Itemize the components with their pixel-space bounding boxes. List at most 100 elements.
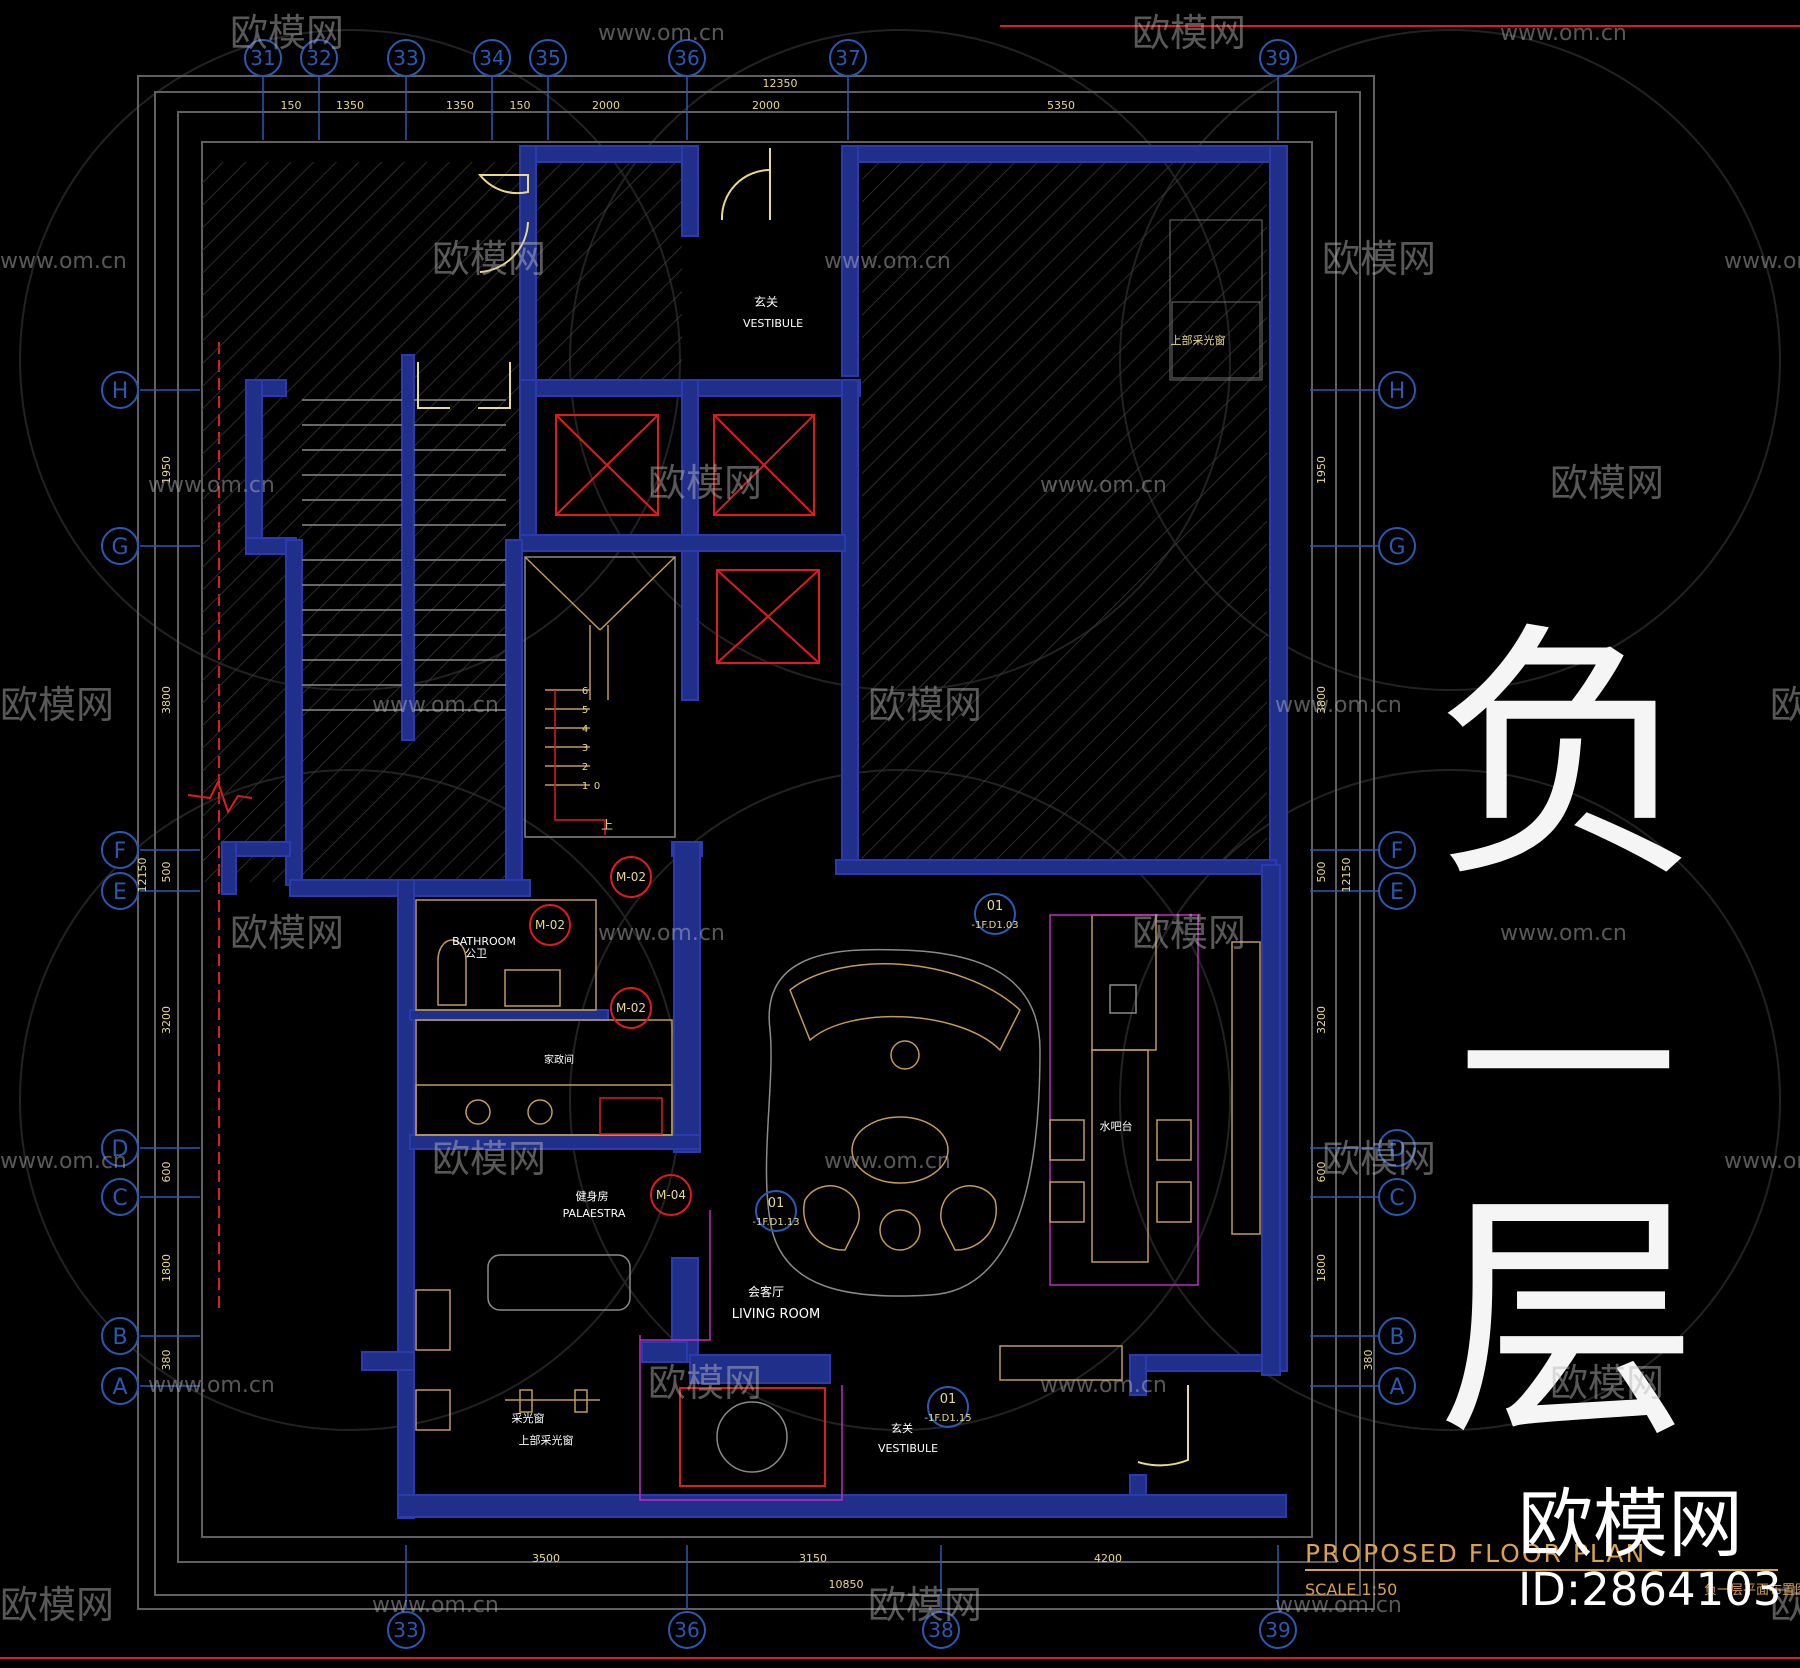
watermark-brand: 欧模网: [432, 237, 546, 281]
stair-step-number: 3: [582, 743, 588, 754]
vestibule-bottom: [639, 1210, 843, 1501]
dim-bottom-part: 3150: [799, 1552, 827, 1565]
dim-right: 1950: [1315, 456, 1328, 484]
drawing-title: PROPOSED FLOOR PLAN: [1305, 1539, 1646, 1568]
watermark-url: www.om.cn: [598, 21, 725, 46]
gym-equipment: [415, 1254, 631, 1431]
room-label-vestibule-top-en: VESTIBULE: [743, 317, 803, 330]
dim-left: 600: [160, 1162, 173, 1183]
watermark-url: www.om.cn: [1724, 1149, 1800, 1174]
grid-label-right: C: [1389, 1186, 1404, 1211]
dim-top-part: 1350: [446, 99, 474, 112]
watermark-id-label: ID:2864103: [1518, 1563, 1782, 1616]
grid-labels-bottom: 33 36 38 39: [393, 1618, 1290, 1642]
doors: [417, 148, 1189, 1467]
watermark-url: www.om.cn: [1040, 473, 1167, 498]
room-label-skylight-2: 上部采光窗: [519, 1433, 574, 1447]
handwritten-char-1: 负: [1433, 599, 1703, 914]
watermark-brand: 欧模网: [648, 461, 762, 505]
room-label-bathroom-en: BATHROOM: [452, 935, 516, 948]
grid-bubbles-top: [244, 39, 1297, 77]
dim-right: 3800: [1315, 686, 1328, 714]
grid-label-bottom: 38: [928, 1618, 953, 1642]
watermark-brand: 欧模网: [432, 1137, 546, 1181]
door-tag: M-02: [616, 1001, 646, 1015]
dim-left: 380: [160, 1350, 173, 1371]
door-tag: M-02: [616, 870, 646, 884]
watermark-brand: 欧模网: [1132, 11, 1246, 55]
watermark-brand: 欧模网: [230, 11, 344, 55]
dim-bottom-part: 3500: [532, 1552, 560, 1565]
dim-bottom-part: 4200: [1094, 1552, 1122, 1565]
watermark-url: www.om.cn: [824, 249, 951, 274]
door-tag: M-04: [656, 1188, 686, 1202]
dim-right: 12150: [1340, 858, 1353, 893]
dim-left: 1950: [160, 456, 173, 484]
watermark-brand: 欧模网: [1550, 461, 1664, 505]
grid-bubble-top-34: [473, 39, 511, 77]
watermark-url: www.om.cn: [1275, 693, 1402, 718]
grid-labels-top: 31 32 33 34 35 36 37 39: [250, 46, 1290, 70]
dim-top-part: 2000: [752, 99, 780, 112]
watermark-brand: 欧模网: [1550, 1361, 1664, 1405]
stair-step-number: 1: [582, 781, 588, 792]
room-label-palaestra-en: PALAESTRA: [563, 1207, 626, 1220]
watermark-url: www.om.cn: [598, 921, 725, 946]
grid-label-top: 31: [250, 46, 275, 70]
grid-label-right: F: [1391, 839, 1404, 864]
stair-step-number: 4: [582, 724, 588, 735]
watermark-brand: 欧模网: [1132, 911, 1246, 955]
watermark-url: www.om.cn: [1724, 249, 1800, 274]
elevation-tag-number: 01: [940, 1392, 957, 1407]
door-tags: [529, 856, 692, 1216]
dim-left: 3200: [160, 1006, 173, 1034]
grid-label-right: H: [1389, 379, 1406, 404]
grid-label-bottom: 39: [1265, 1618, 1290, 1642]
grid-label-top: 32: [306, 46, 331, 70]
room-label-bar-cn: 水吧台: [1100, 1119, 1133, 1133]
watermark-brand: 欧模网: [1322, 237, 1436, 281]
dim-top-part: 150: [510, 99, 531, 112]
stair-step-numbers: 6 5 4 3 2 1 0 上: [582, 686, 613, 832]
grid-label-bottom: 36: [674, 1618, 699, 1642]
grid-bubble-top-32: [300, 39, 338, 77]
stair-up-label: 上: [601, 818, 613, 832]
grid-label-left: D: [112, 1137, 129, 1162]
grid-bubbles-left: [101, 371, 139, 1405]
grid-label-top: 34: [479, 46, 504, 70]
room-label-vestibule-bottom-en: VESTIBULE: [878, 1442, 938, 1455]
grid-label-left: H: [112, 379, 129, 404]
grid-label-left: E: [113, 880, 127, 905]
grid-bubble-top-35: [529, 39, 567, 77]
elevation-tag-circles: [755, 893, 1016, 1428]
watermark-url: www.om.cn: [0, 1149, 127, 1174]
watermark-brand: 欧模网: [868, 1583, 982, 1627]
grid-bubble-top-39: [1259, 39, 1297, 77]
watermark-brand: 欧模网: [868, 683, 982, 727]
room-label-vestibule-top-cn: 玄关: [754, 294, 778, 309]
grid-label-left: B: [112, 1325, 127, 1350]
grid-label-left: A: [112, 1375, 127, 1400]
stair-step-number: 2: [582, 762, 588, 773]
grid-label-top: 33: [393, 46, 418, 70]
grid-label-top: 35: [535, 46, 560, 70]
elevation-tag-number: 01: [987, 899, 1004, 914]
dimension-text-left: 1950 3800 12150 500 3200 600 1800 380: [136, 456, 173, 1371]
dimension-text: 12350 150 1350 1350 150 2000 2000 5350 1…: [281, 77, 1123, 1591]
grid-label-left: C: [112, 1186, 127, 1211]
elevator-shafts: [555, 414, 820, 664]
elevation-tags: 01 -1F.D1.03 01 -1F.D1.13 01 -1F.D1.15: [752, 899, 1018, 1424]
bathroom-fixtures: [415, 899, 673, 1136]
hatched-solid-zones: [202, 162, 1267, 882]
watermark-url: www.om.cn: [372, 693, 499, 718]
elevation-tag-ref: -1F.D1.13: [752, 1217, 799, 1228]
room-label-living-en: LIVING ROOM: [732, 1307, 820, 1322]
grid-label-bottom: 33: [393, 1618, 418, 1642]
grid-bubble-top-31: [244, 39, 282, 77]
grid-labels-left: H G F E D C B A: [111, 379, 128, 1400]
dim-left: 1800: [160, 1254, 173, 1282]
room-label-palaestra-cn: 健身房: [576, 1189, 609, 1203]
elevation-tag-ref: -1F.D1.15: [924, 1413, 971, 1424]
